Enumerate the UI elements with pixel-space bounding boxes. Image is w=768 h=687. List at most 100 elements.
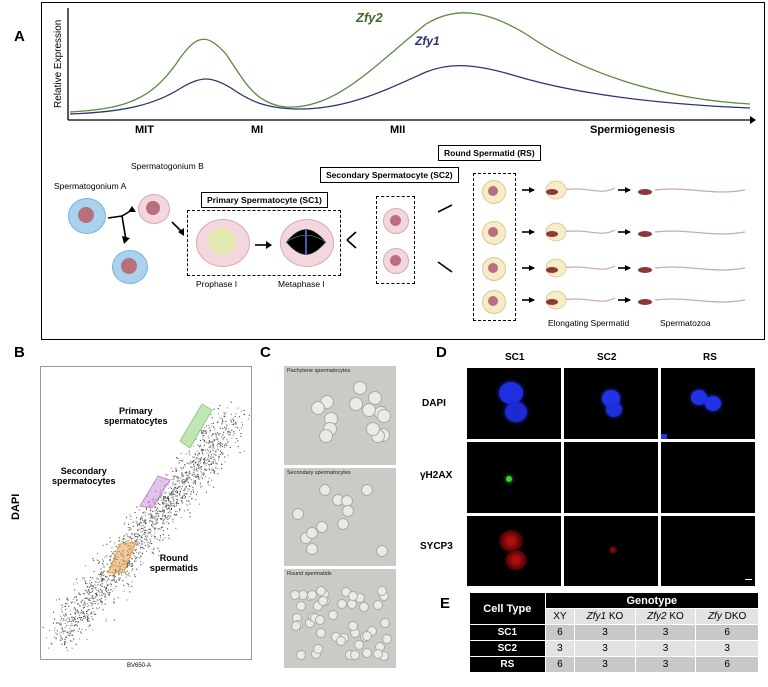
lineage-arrows: [107, 180, 746, 310]
cell-blob: [380, 618, 391, 629]
sycp3-sc1: [467, 516, 561, 586]
cell-blob: [317, 596, 328, 607]
cell-blob: [292, 508, 305, 521]
rs-nucleus-4: [488, 296, 498, 306]
panel-b-letter: B: [14, 344, 25, 361]
table-cell: 3: [634, 656, 697, 673]
table-row-label: SC1: [469, 624, 546, 641]
cell-blob: [305, 542, 318, 555]
table-cell: 3: [574, 656, 636, 673]
genotype-table: Cell Type Genotype XY Zfy1 KO Zfy2 KO Zf…: [469, 592, 760, 673]
cell-blob: [318, 483, 331, 496]
gate-p5: [179, 403, 213, 449]
cell-blob: [336, 636, 347, 647]
cell-blob: [381, 634, 392, 645]
spermatogonium-b-nucleus: [146, 201, 160, 215]
col-sc2: SC2: [597, 352, 617, 363]
cell-blob: [361, 648, 372, 659]
cell-blob: [352, 381, 367, 396]
cell-blob: [353, 639, 364, 650]
zfy1-curve: [69, 64, 751, 115]
cell-blob: [311, 401, 326, 416]
cell-blob: [336, 599, 347, 610]
zfy2-label: Zfy2: [356, 10, 383, 25]
cell-blob: [315, 520, 328, 533]
spermatogonium-a-nucleus: [78, 207, 94, 223]
table-cell: 3: [695, 640, 759, 657]
table-row-label: RS: [469, 656, 546, 673]
stage-mit: MIT: [135, 124, 154, 136]
cell-blob: [315, 585, 326, 596]
cell-blob: [362, 631, 373, 642]
row-dapi: DAPI: [422, 398, 446, 409]
gate-p3-name: P3: [127, 563, 134, 569]
gate-p4: [139, 475, 171, 509]
flow-plot-frame: [40, 366, 252, 660]
flow-xlabel: BV650-A: [127, 663, 152, 669]
table-cell: 3: [634, 624, 697, 641]
cell-blob: [376, 586, 387, 597]
gh2ax-sc1: [467, 442, 561, 513]
zfy2-curve: [69, 12, 751, 113]
row-sycp3: SYCP3: [420, 541, 453, 552]
cell-blob: [361, 483, 374, 496]
micrograph-secondary-label: Secondary spermatocytes: [287, 470, 351, 476]
col-header: Zfy1 KO: [574, 608, 636, 625]
cell-blob: [305, 527, 318, 540]
cell-blob: [313, 643, 324, 654]
micrograph-round: Round spermatids: [284, 569, 396, 668]
dapi-rs: [661, 368, 755, 439]
label-rs: Round Spermatid (RS): [438, 145, 541, 161]
table-cell: 6: [695, 656, 759, 673]
table-cell: 6: [544, 656, 576, 673]
table-cell: 3: [574, 624, 636, 641]
gate-p3-label: Round spermatids: [150, 553, 199, 573]
col-sc1: SC1: [505, 352, 525, 363]
label-spermatogonium-b: Spermatogonium B: [131, 161, 204, 171]
cell-blob: [314, 614, 325, 625]
gh2ax-sc2: [564, 442, 658, 513]
panel-e-letter: E: [440, 595, 451, 612]
micrograph-round-label: Round spermatids: [287, 571, 332, 577]
cell-blob: [342, 504, 355, 517]
cell-blob: [316, 628, 327, 639]
cell-blob: [376, 408, 391, 423]
sycp3-sc2: [564, 516, 658, 586]
cell-blob: [348, 590, 359, 601]
table-cell: 3: [634, 640, 697, 657]
cell-blob: [362, 403, 377, 418]
label-spermatogonium-a: Spermatogonium A: [54, 181, 127, 191]
cell-blob: [367, 390, 382, 405]
cell-blob: [306, 590, 317, 601]
gate-p5-name: P5: [201, 430, 208, 436]
label-sc1: Primary Spermatocyte (SC1): [201, 192, 328, 208]
rs-nucleus-3: [488, 263, 498, 273]
gate-p4-label: Secondary spermatocytes: [52, 466, 116, 486]
panel-a-frame: [41, 2, 765, 340]
cell-blob: [348, 620, 359, 631]
table-cell: 3: [544, 640, 576, 657]
rs-box: [473, 173, 516, 321]
rs-nucleus-2: [488, 227, 498, 237]
cell-blob: [372, 599, 383, 610]
row-gh2ax: γH2AX: [420, 470, 453, 481]
dapi-sc2: [564, 368, 658, 439]
micrograph-pachytene: Pachytene spermatocytes: [284, 366, 396, 465]
cell-blob: [318, 428, 333, 443]
sycp3-rs: [661, 516, 755, 586]
cell-blob: [349, 650, 360, 661]
table-row-label: SC2: [469, 640, 546, 657]
rs-cell-1: [482, 180, 506, 204]
table-cell: 3: [574, 640, 636, 657]
micrograph-secondary: Secondary spermatocytes: [284, 468, 396, 566]
gate-p3: [107, 541, 137, 574]
label-metaphase: Metaphase I: [278, 279, 325, 289]
cell-blob: [373, 649, 384, 660]
table-group-header: Genotype: [544, 592, 760, 609]
cell-blob: [295, 601, 306, 612]
micrograph-pachytene-label: Pachytene spermatocytes: [287, 368, 351, 374]
cell-blob: [336, 518, 349, 531]
panel-c-letter: C: [260, 344, 271, 361]
gate-p4-name: P4: [163, 496, 170, 502]
cell-blob: [365, 421, 380, 436]
